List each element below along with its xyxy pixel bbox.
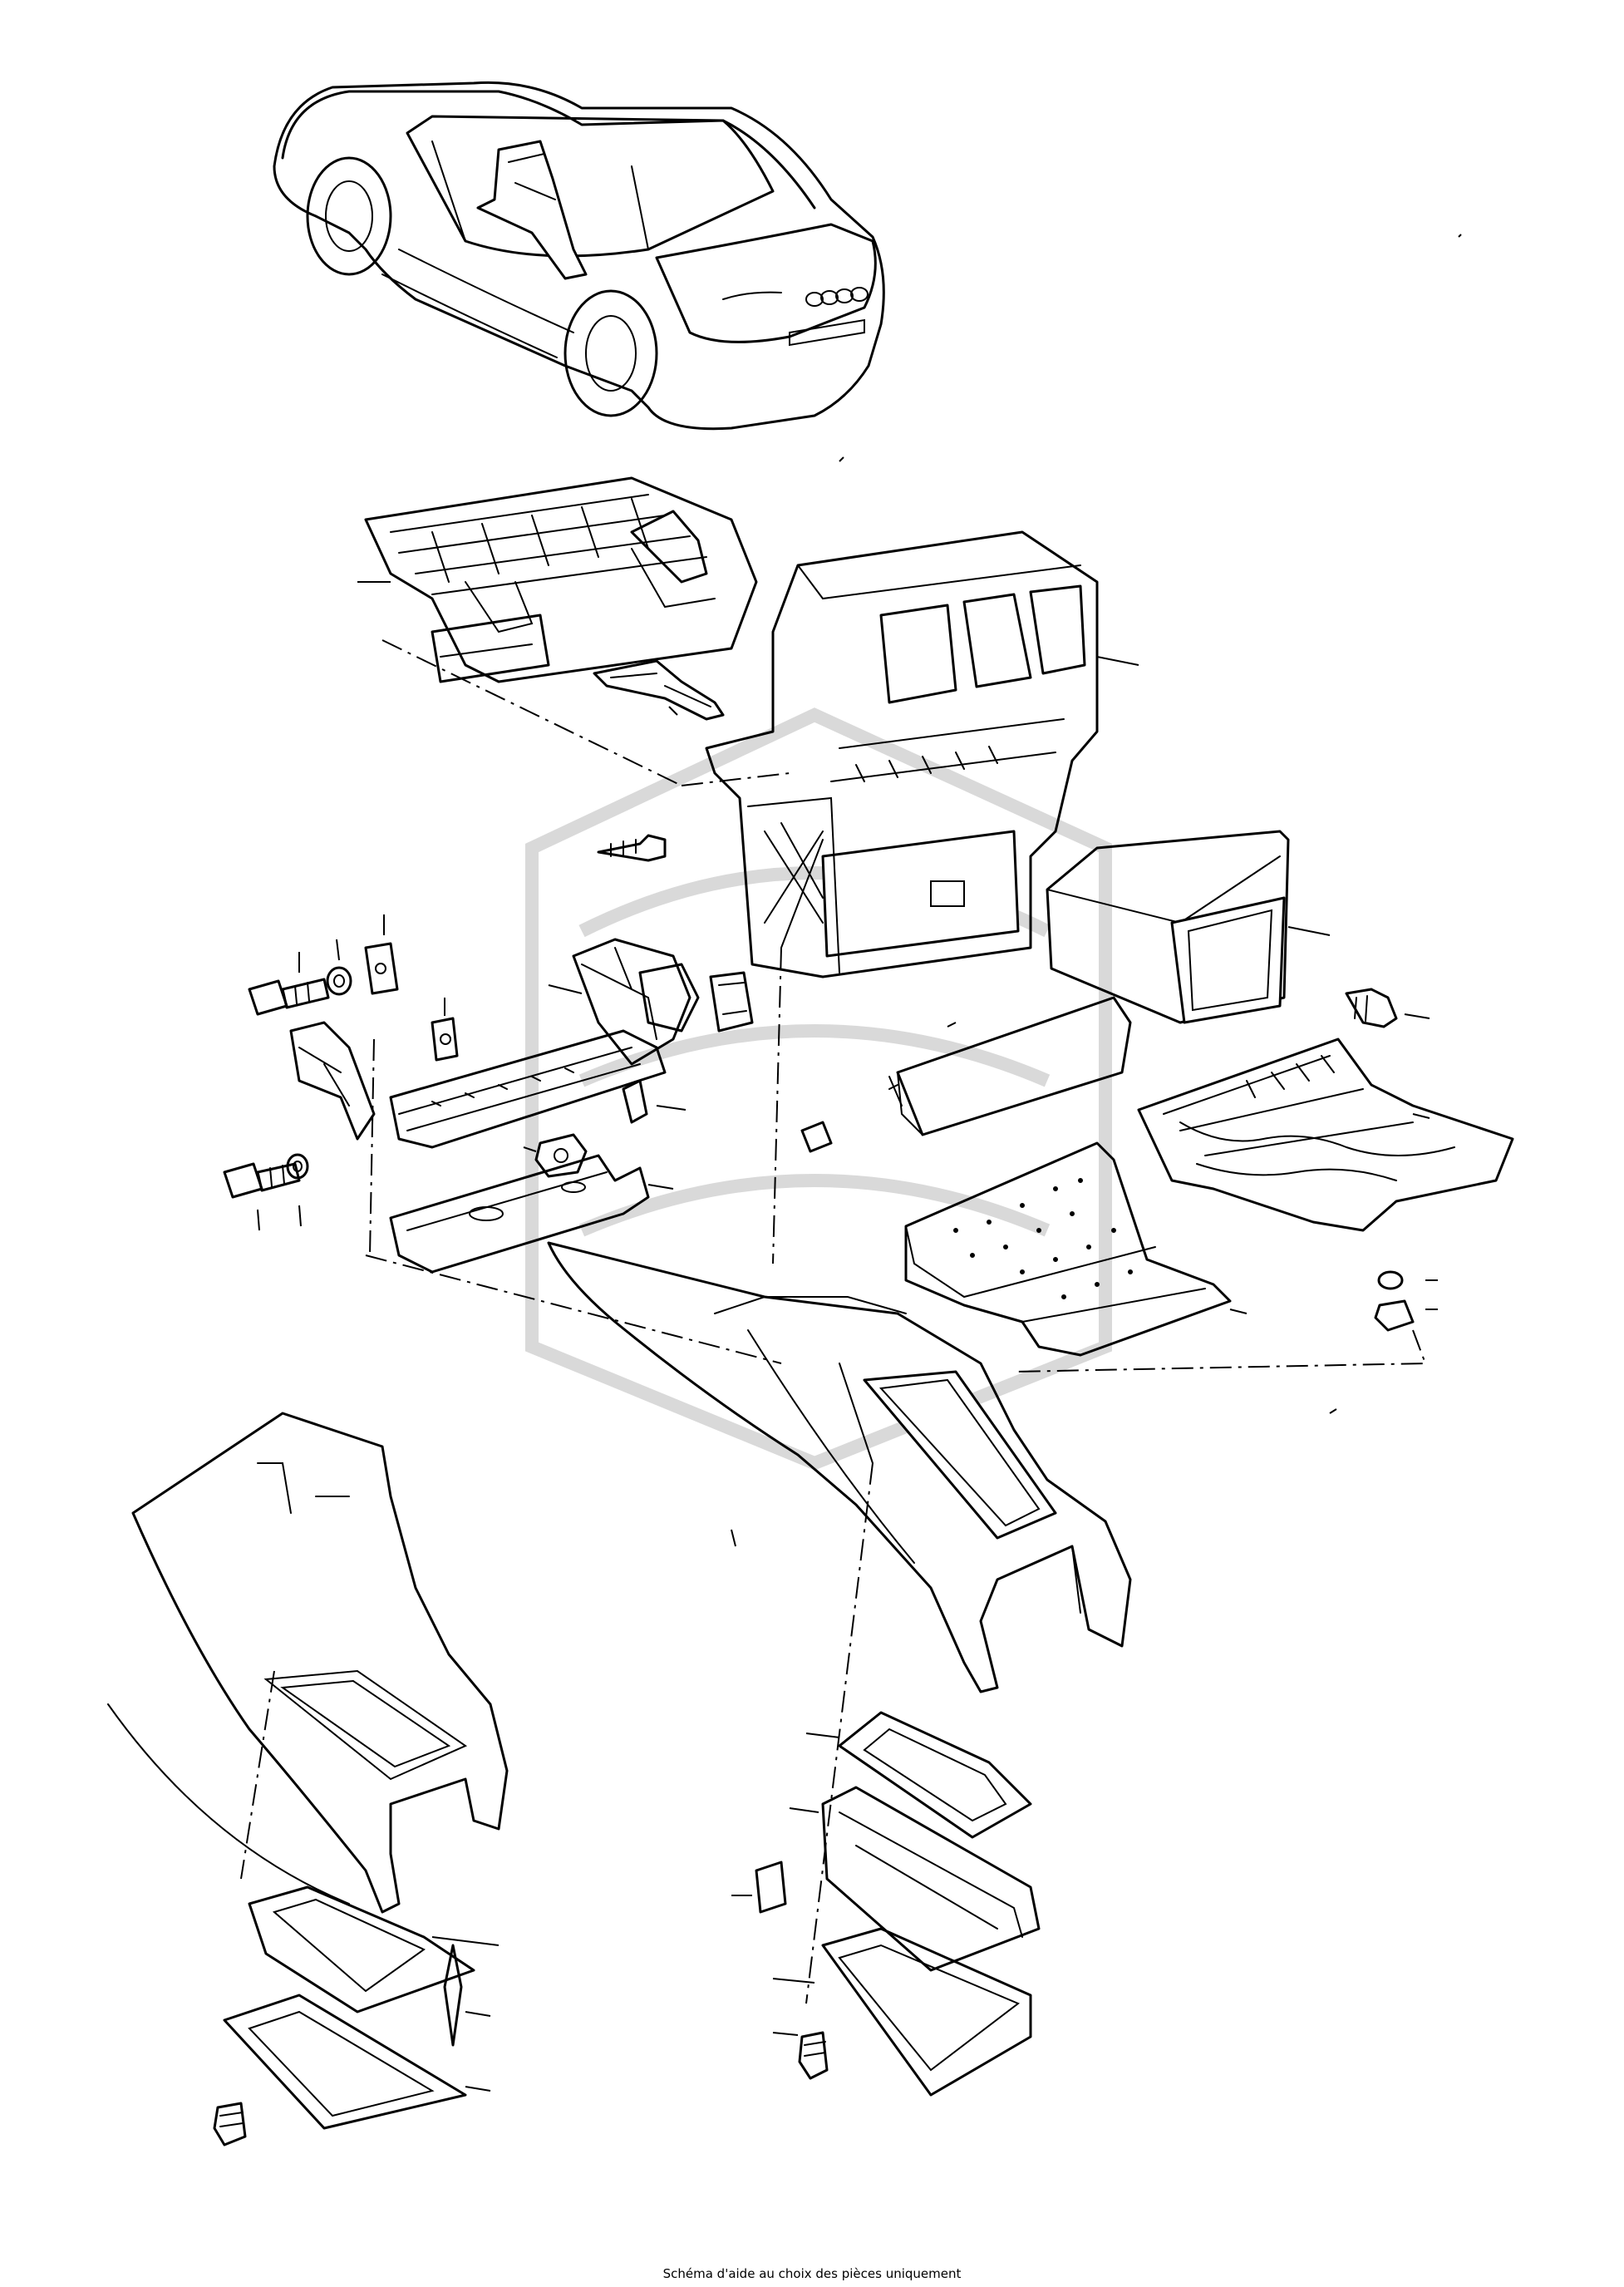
vehicle-overview	[273, 81, 885, 431]
air-duct-assembly	[357, 476, 758, 683]
screw-left-lower	[213, 2102, 247, 2147]
clip-nut-upper	[364, 914, 399, 995]
self-tapping-screw	[1345, 988, 1430, 1028]
washer-upper	[326, 939, 352, 996]
screw-right-lower	[772, 2031, 829, 2080]
shift-boot-frame-left	[248, 1885, 475, 2013]
small-clip-a	[431, 998, 459, 1062]
clip-small-right	[731, 1861, 787, 1914]
watermark-logo	[525, 707, 1112, 1471]
rubber-buffer	[709, 971, 754, 1033]
hex-bolt-lower	[223, 1162, 301, 1231]
gear-surround-frame	[805, 1711, 1032, 1839]
floor-mat	[1137, 1038, 1514, 1232]
screw	[597, 834, 667, 862]
left-mounting-bracket	[289, 938, 700, 1149]
fastener-pin	[593, 659, 725, 721]
center-console	[547, 1241, 1132, 1693]
reference-ticks	[839, 234, 1462, 1414]
gear-cover-cassette	[789, 1786, 1041, 1972]
flange-nut	[523, 1133, 588, 1178]
washer-lower	[286, 1153, 309, 1227]
center-mounting-frame	[705, 530, 1139, 978]
mat-fastener	[1374, 1270, 1438, 1332]
lower-bracket	[389, 1154, 674, 1274]
trim-frame-right	[772, 1927, 1032, 2097]
small-clip-b	[622, 1079, 687, 1124]
storage-box	[1046, 830, 1331, 1024]
trim-frame-left	[223, 1944, 491, 2130]
rear-wheel	[563, 289, 658, 417]
carpet-insert	[904, 1141, 1248, 1357]
assembly-lines	[240, 639, 1427, 2004]
footer-caption: Schéma d'aide au choix des pièces unique…	[662, 2266, 962, 2281]
hex-bolt-upper	[248, 952, 330, 1016]
cover-plate	[888, 996, 1132, 1136]
center-console-variant	[107, 1412, 509, 1946]
spacer-clip	[800, 1121, 833, 1153]
front-wheel	[306, 156, 392, 276]
